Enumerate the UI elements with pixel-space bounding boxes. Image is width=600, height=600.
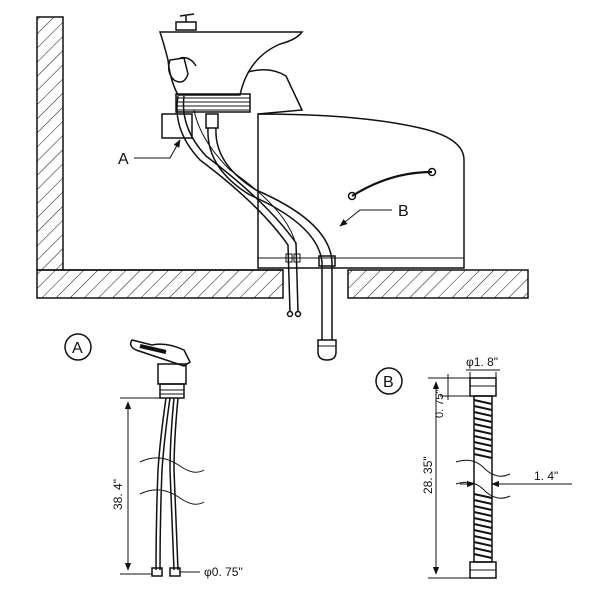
- callout-a-detail-label: A: [72, 340, 83, 357]
- sink-bowl: [158, 13, 304, 139]
- detail-b: B φ1. 8" 0. 75": [375, 355, 572, 579]
- dimension-b-hose-diameter: 1. 4": [460, 469, 572, 488]
- dimension-b-length: 28. 35": [421, 377, 470, 579]
- callout-b-detail-label: B: [383, 374, 394, 391]
- dimension-a-connector-label: φ0. 75": [204, 565, 243, 579]
- dimension-b-fitting: 0. 75": [434, 374, 474, 418]
- drain-hose-b-detail: [455, 377, 511, 579]
- dimension-b-hose-diameter-label: 1. 4": [534, 469, 558, 483]
- callout-a-circle: [64, 333, 92, 361]
- dimension-a-length: 38. 4": [111, 397, 160, 575]
- floor-hatch-left: [36, 269, 284, 299]
- drain-hose-b: [205, 113, 337, 361]
- dimension-b-length-label: 28. 35": [421, 456, 435, 494]
- dimension-a-length-label: 38. 4": [111, 479, 125, 510]
- wall-hatch: [36, 16, 64, 271]
- callout-b-circle: [375, 367, 403, 395]
- sink-cabinet: [257, 113, 465, 269]
- detail-a: A 38. 4": [64, 333, 243, 579]
- hoses-a-detail: [139, 397, 205, 577]
- faucet: [129, 339, 191, 399]
- callout-a-main: A: [118, 139, 181, 168]
- callout-b-main-label: B: [398, 203, 409, 220]
- main-view: A B: [36, 13, 529, 361]
- callout-b-main: B: [339, 203, 409, 227]
- callout-a-main-label: A: [118, 151, 129, 168]
- dimension-a-connector: φ0. 75": [180, 565, 243, 579]
- dimension-b-top-diameter-label: φ1. 8": [466, 355, 498, 369]
- dimension-b-top-diameter: φ1. 8": [466, 355, 500, 378]
- floor-hatch-right: [347, 269, 529, 299]
